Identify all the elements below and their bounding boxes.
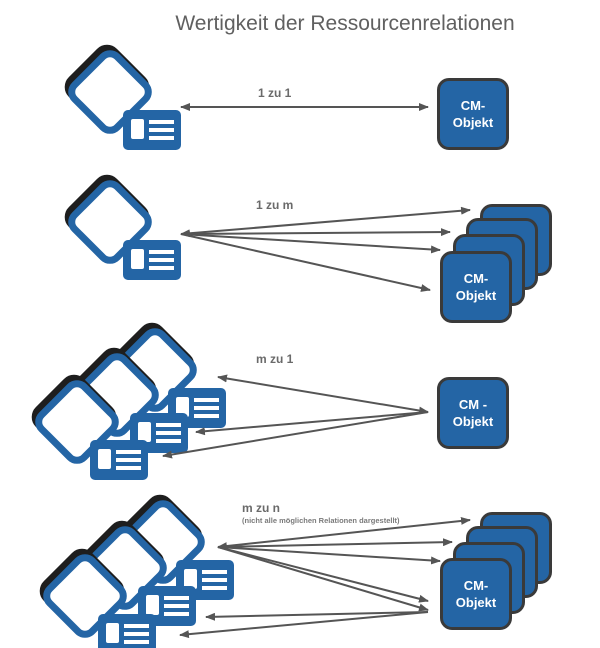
cm-object: CM - Objekt <box>437 377 509 449</box>
cm-object-label-line2: Objekt <box>452 414 494 429</box>
relation-label: m zu n <box>242 501 280 515</box>
relation-arrows-m-to-1 <box>162 374 429 459</box>
cm-object-label-line1: CM- <box>463 271 489 286</box>
cm-object: CM- Objekt <box>440 558 512 630</box>
relation-note: (nicht alle möglichen Relationen dargest… <box>242 516 400 525</box>
relation-arrows-m-to-n <box>179 516 471 639</box>
relation-label: 1 zu 1 <box>258 86 292 100</box>
resource-icon <box>65 175 181 280</box>
relation-label: m zu 1 <box>256 352 294 366</box>
resource-icon <box>65 45 181 150</box>
diagram-title: Wertigkeit der Ressourcenrelationen <box>175 12 515 35</box>
cm-object-label-line1: CM - <box>458 397 488 412</box>
cm-object: CM- Objekt <box>437 78 509 150</box>
relation-label: 1 zu m <box>256 198 294 212</box>
cm-object-label-line2: Objekt <box>452 115 494 130</box>
cm-object-label-line1: CM- <box>460 98 486 113</box>
cm-object: CM- Objekt <box>440 251 512 323</box>
cm-object-label-line2: Objekt <box>455 288 497 303</box>
relation-arrows-1-to-m <box>180 206 471 292</box>
cm-object-label-line2: Objekt <box>455 595 497 610</box>
cm-object-label-line1: CM- <box>463 578 489 593</box>
